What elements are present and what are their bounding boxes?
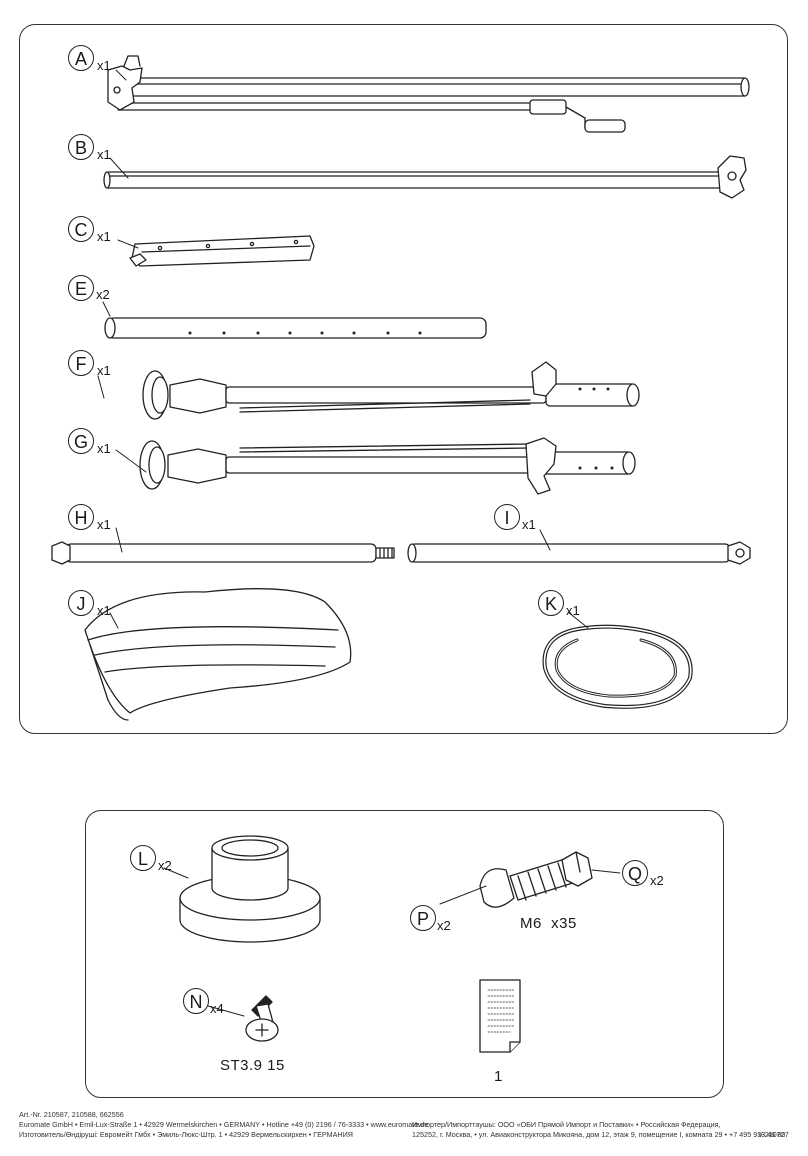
hardware-label-n: N (183, 988, 209, 1014)
hardware-panel (85, 810, 724, 1098)
part-label-k: K (538, 590, 564, 616)
part-k-drawing (542, 624, 693, 709)
hardware-qty-l: x2 (158, 858, 172, 873)
footer-company-de: Euromate GmbH • Emil-Lux-Straße 1 • 4292… (19, 1120, 429, 1129)
part-label-i: I (494, 504, 520, 530)
part-label-e: E (68, 275, 94, 301)
part-label-g: G (68, 428, 94, 454)
part-qty-c: x1 (97, 229, 111, 244)
part-l-drawing (179, 835, 321, 943)
part-j-drawing (84, 588, 352, 721)
part-g-drawing (139, 437, 636, 495)
part-label-j: J (68, 590, 94, 616)
part-a-drawing (107, 55, 750, 133)
manual-drawing (479, 979, 521, 1053)
hardware-label-l: L (130, 845, 156, 871)
part-qty-i: x1 (522, 517, 536, 532)
hardware-qty-p: x2 (437, 918, 451, 933)
hardware-qty-q: x2 (650, 873, 664, 888)
hardware-label-p: P (410, 905, 436, 931)
part-label-f: F (68, 350, 94, 376)
hardware-label-q: Q (622, 860, 648, 886)
part-qty-k: x1 (566, 603, 580, 618)
part-pq-drawing (479, 851, 593, 908)
part-i-drawing (407, 541, 751, 565)
part-label-b: B (68, 134, 94, 160)
part-h-drawing (51, 541, 395, 565)
screw-caption: ST3.9 15 (220, 1057, 285, 1074)
part-c-drawing (129, 235, 315, 267)
manual-count: 1 (494, 1068, 503, 1085)
footer-art-nr: Art.-Nr. 210587, 210588, 662556 (19, 1110, 124, 1119)
part-label-c: C (68, 216, 94, 242)
part-label-h: H (68, 504, 94, 530)
part-n-drawing (245, 995, 279, 1042)
part-f-drawing (142, 361, 640, 420)
part-qty-h: x1 (97, 517, 111, 532)
leader-lines (97, 69, 621, 1017)
part-b-drawing (103, 155, 747, 199)
part-qty-f: x1 (97, 363, 111, 378)
part-qty-g: x1 (97, 441, 111, 456)
part-qty-b: x1 (97, 147, 111, 162)
part-qty-a: x1 (97, 58, 111, 73)
part-qty-e: x2 (96, 287, 110, 302)
footer-company-ru: Изготовитель/Өндіруші: Евромейт Гмбх • Э… (19, 1130, 353, 1139)
hardware-qty-n: x4 (210, 1001, 224, 1016)
footer-importer-2: 125252, г. Москва, • ул. Авиаконструктор… (412, 1130, 786, 1139)
part-label-a: A (68, 45, 94, 71)
part-e-drawing (104, 317, 487, 339)
footer-version: V-210727 (758, 1130, 789, 1139)
part-qty-j: x1 (97, 603, 111, 618)
footer-importer-1: Импортер/Импорттаушы: ООО «ОБИ Прямой Им… (412, 1120, 721, 1129)
bolt-caption: M6 x35 (520, 915, 577, 932)
